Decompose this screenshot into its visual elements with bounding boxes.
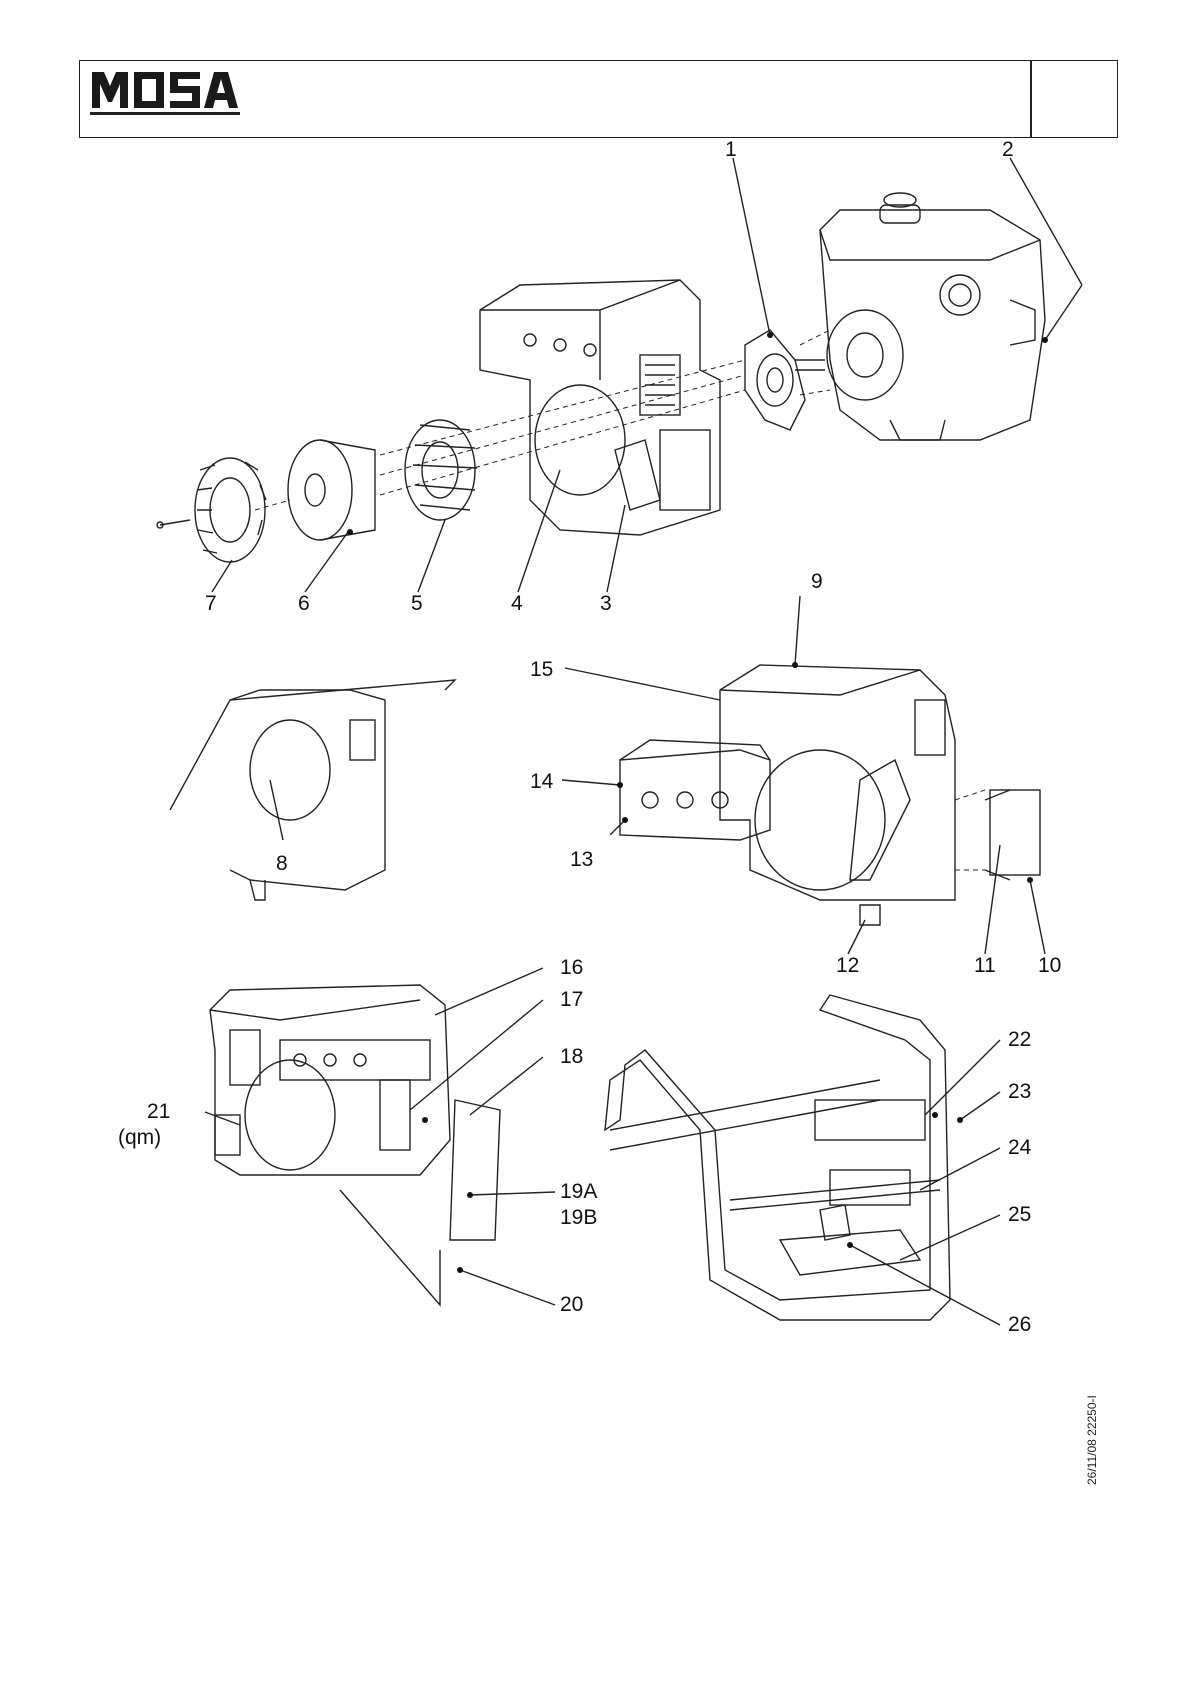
rotor-illustration xyxy=(404,419,478,521)
callout-8: 8 xyxy=(276,852,288,875)
callout-12: 12 xyxy=(836,954,860,977)
callout-10: 10 xyxy=(1038,954,1062,977)
housing-rear-illustration xyxy=(209,984,501,1241)
callout-5: 5 xyxy=(411,592,423,615)
callout-16: 16 xyxy=(560,956,584,979)
header-divider xyxy=(1030,60,1032,138)
flange-illustration xyxy=(744,329,806,431)
callout-25: 25 xyxy=(1008,1203,1032,1226)
callout-21: 21 xyxy=(147,1100,171,1123)
header-frame xyxy=(79,60,1118,138)
logo-underline xyxy=(90,112,240,115)
assembly-with-panel-illustration xyxy=(619,664,1041,926)
callout-6: 6 xyxy=(298,592,310,615)
callout-14: 14 xyxy=(530,770,554,793)
callout-24: 24 xyxy=(1008,1136,1032,1159)
callout-1: 1 xyxy=(725,138,737,161)
callout-2: 2 xyxy=(1002,138,1014,161)
callout-23: 23 xyxy=(1008,1080,1032,1103)
frame-illustration xyxy=(604,994,951,1321)
housing-detail-illustration xyxy=(169,679,457,901)
callout-9: 9 xyxy=(811,570,823,593)
callout-19a: 19A xyxy=(560,1180,598,1203)
callout-3: 3 xyxy=(600,592,612,615)
callout-15: 15 xyxy=(530,658,554,681)
callout-22: 22 xyxy=(1008,1028,1032,1051)
callout-18: 18 xyxy=(560,1045,584,1068)
callout-26: 26 xyxy=(1008,1313,1032,1336)
stator-illustration xyxy=(287,439,376,541)
callout-4: 4 xyxy=(511,592,523,615)
document-code: 26/11/08 22250-I xyxy=(1085,1395,1099,1485)
callout-13: 13 xyxy=(570,848,594,871)
housing-illustration xyxy=(479,279,721,536)
callout-11: 11 xyxy=(974,954,996,977)
callout-20: 20 xyxy=(560,1293,584,1316)
engine-illustration xyxy=(795,192,1046,441)
callout-17: 17 xyxy=(560,988,584,1011)
fan-illustration xyxy=(156,457,267,563)
callout-21-qm: (qm) xyxy=(118,1126,162,1149)
callout-19b: 19B xyxy=(560,1206,598,1229)
mosa-logo xyxy=(92,72,238,108)
callout-7: 7 xyxy=(205,592,217,615)
